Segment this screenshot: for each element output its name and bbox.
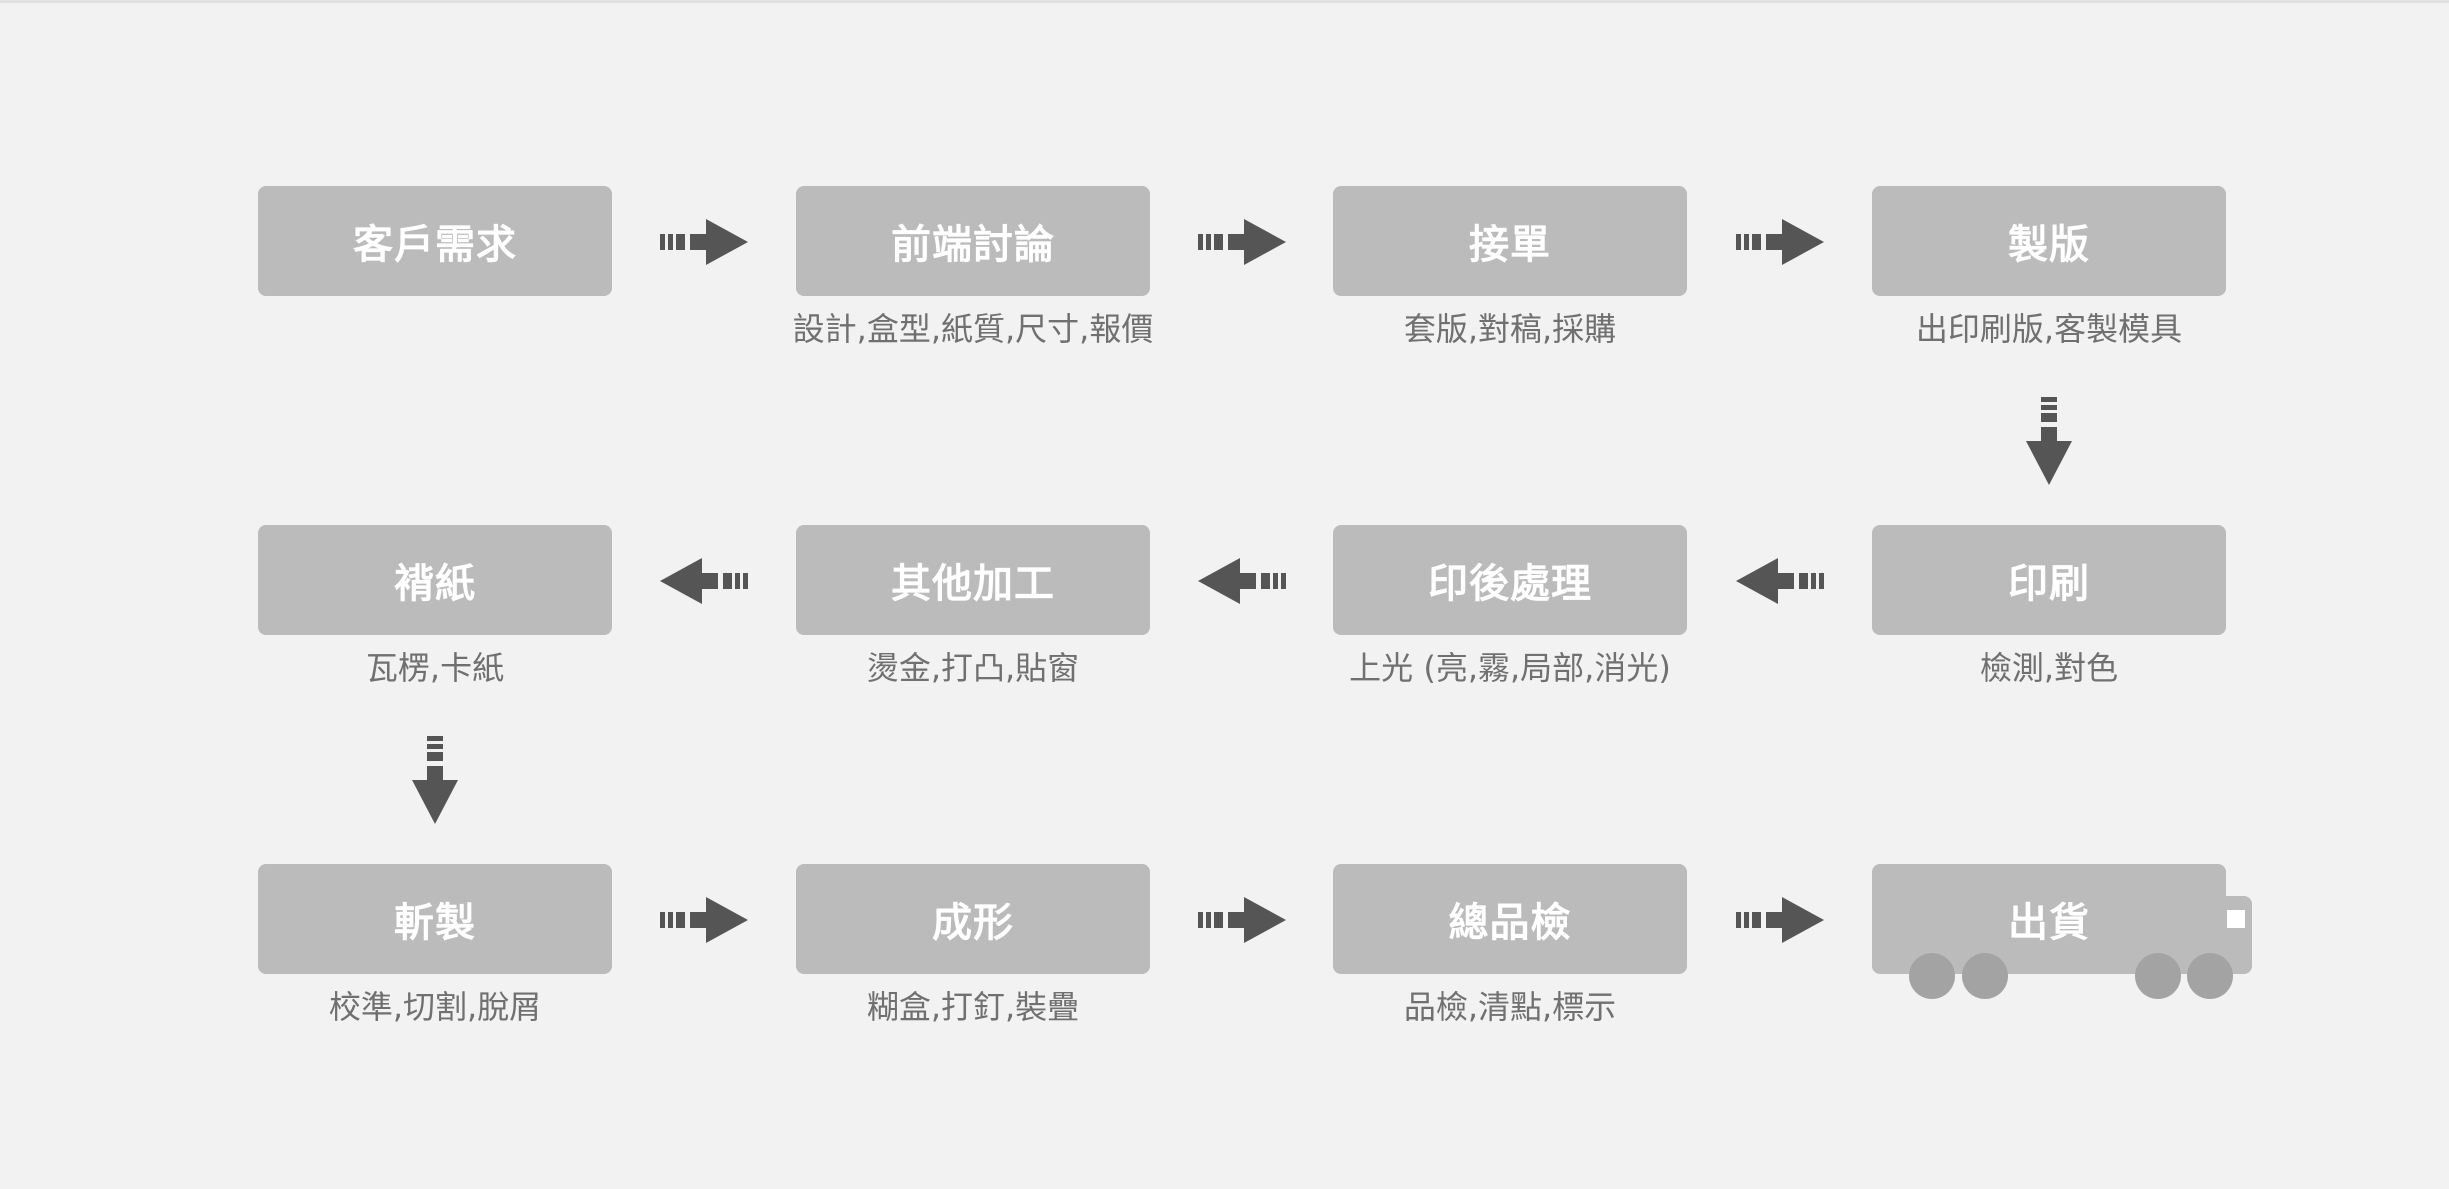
step-label: 印後處理: [1428, 561, 1592, 607]
truck-window: [2227, 910, 2245, 928]
step-description: 設計,盒型,紙質,尺寸,報價: [792, 310, 1154, 348]
arrow-left-icon: [660, 558, 748, 604]
truck-wheel: [2135, 953, 2181, 999]
step-label: 製版: [2008, 222, 2090, 268]
top-border: [0, 0, 2449, 3]
step-description: 檢測,對色: [1979, 649, 2119, 687]
step-label: 斬製: [394, 900, 476, 946]
step-die-cutting: 斬製: [258, 864, 612, 974]
step-label: 接單: [1469, 222, 1551, 268]
step-customer-needs: 客戶需求: [258, 186, 612, 296]
step-frontend-discussion: 前端討論: [796, 186, 1150, 296]
step-label: 印刷: [2008, 561, 2090, 607]
truck-wheel: [1962, 953, 2008, 999]
truck-wheel: [2187, 953, 2233, 999]
step-label: 褙紙: [394, 561, 476, 607]
step-other-processing: 其他加工: [796, 525, 1150, 635]
arrow-left-icon: [1198, 558, 1286, 604]
step-label: 總品檢: [1448, 900, 1572, 946]
step-label: 客戶需求: [353, 222, 517, 268]
step-description: 品檢,清點,標示: [1403, 988, 1617, 1026]
step-description: 瓦楞,卡紙: [365, 649, 505, 687]
truck-body: [1872, 864, 2226, 974]
arrow-left-icon: [1736, 558, 1824, 604]
step-final-inspection: 總品檢: [1333, 864, 1687, 974]
step-label: 出貨: [2008, 900, 2090, 946]
arrow-right-icon: [660, 219, 748, 265]
step-label: 成形: [932, 900, 1014, 946]
step-description: 套版,對稿,採購: [1403, 310, 1617, 348]
arrow-right-icon: [660, 897, 748, 943]
step-plate-making: 製版: [1872, 186, 2226, 296]
arrow-right-icon: [1736, 897, 1824, 943]
truck-wheel: [1909, 953, 1955, 999]
step-shipping: 出貨: [1872, 864, 2226, 974]
step-description: 校準,切割,脫屑: [328, 988, 542, 1026]
step-label: 前端討論: [891, 222, 1055, 268]
arrow-right-icon: [1198, 897, 1286, 943]
step-description: 糊盒,打釘,裝疊: [866, 988, 1080, 1026]
step-forming: 成形: [796, 864, 1150, 974]
step-mounting: 褙紙: [258, 525, 612, 635]
step-description: 上光 (亮,霧,局部,消光): [1349, 649, 1671, 687]
step-order-taking: 接單: [1333, 186, 1687, 296]
step-label: 其他加工: [891, 561, 1055, 607]
step-description: 出印刷版,客製模具: [1915, 310, 2183, 348]
step-description: 燙金,打凸,貼窗: [866, 649, 1080, 687]
delivery-truck-icon: [1872, 864, 2252, 999]
arrow-right-icon: [1198, 219, 1286, 265]
arrow-right-icon: [1736, 219, 1824, 265]
step-post-print: 印後處理: [1333, 525, 1687, 635]
arrow-down-icon: [2026, 397, 2072, 485]
arrow-down-icon: [412, 736, 458, 824]
step-printing: 印刷: [1872, 525, 2226, 635]
